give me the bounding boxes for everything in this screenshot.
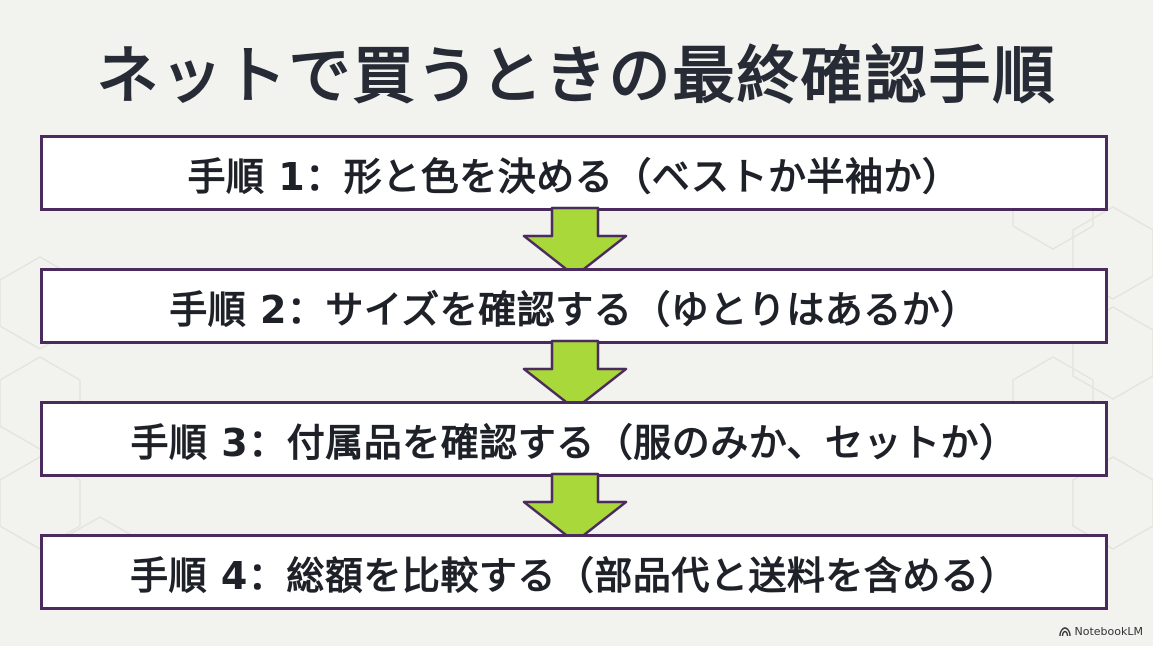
brand-watermark: NotebookLM <box>1058 625 1143 638</box>
down-arrow-icon <box>522 472 628 544</box>
step-3-box: 手順 3：付属品を確認する（服のみか、セットか） <box>40 401 1108 477</box>
step-4-box: 手順 4：総額を比較する（部品代と送料を含める） <box>40 534 1108 610</box>
down-arrow-icon <box>522 339 628 411</box>
step-4-label: 手順 4：総額を比較する（部品代と送料を含める） <box>130 553 1018 598</box>
step-2-label: 手順 2：サイズを確認する（ゆとりはあるか） <box>169 287 979 332</box>
step-2-box: 手順 2：サイズを確認する（ゆとりはあるか） <box>40 268 1108 344</box>
down-arrow-icon <box>522 206 628 278</box>
step-1-box: 手順 1：形と色を決める（ベストか半袖か） <box>40 135 1108 211</box>
step-1-label: 手順 1：形と色を決める（ベストか半袖か） <box>187 154 961 199</box>
page-title: ネットで買うときの最終確認手順 <box>96 39 1057 112</box>
step-3-label: 手順 3：付属品を確認する（服のみか、セットか） <box>130 420 1018 465</box>
brand-label: NotebookLM <box>1074 625 1143 638</box>
notebooklm-logo-icon <box>1058 626 1071 636</box>
